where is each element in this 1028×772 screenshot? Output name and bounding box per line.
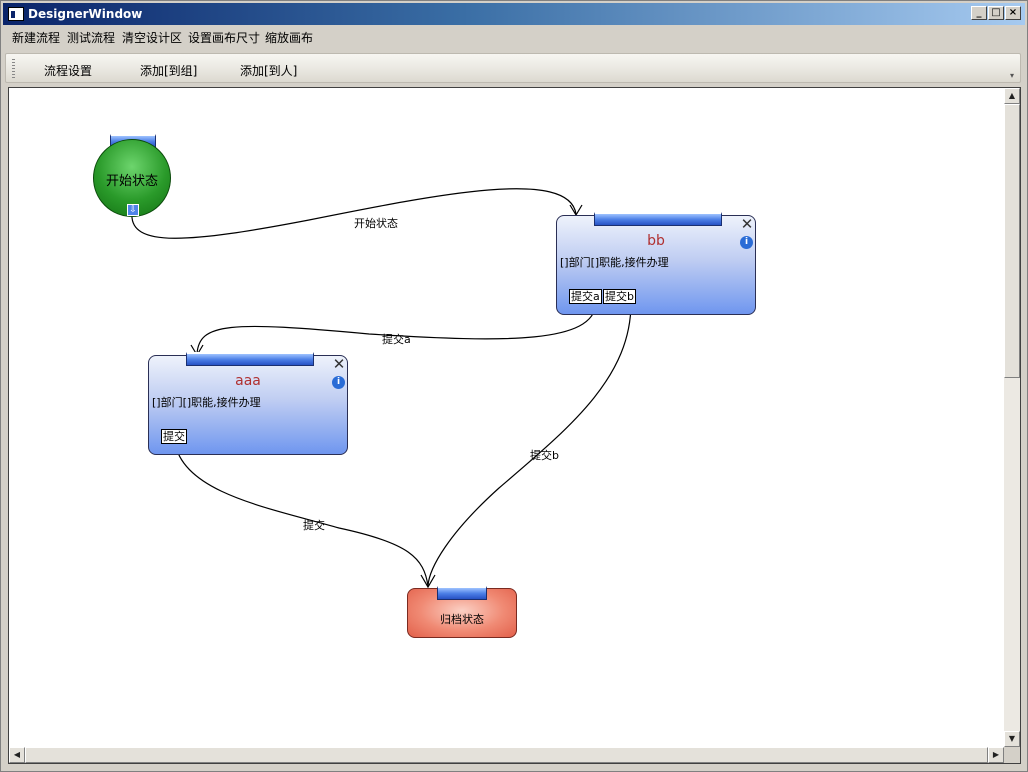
toolbar-overflow-icon[interactable]: ▾ [1010, 71, 1015, 80]
scrollbar-corner [1004, 747, 1020, 763]
add-to-person-button[interactable]: 添加[到人] [240, 64, 298, 78]
window-title: DesignerWindow [28, 7, 143, 21]
edge-label-submit: 提交 [303, 519, 325, 532]
title-bar[interactable]: DesignerWindow _ □ × [3, 3, 1025, 25]
edge-label-start: 开始状态 [354, 217, 398, 230]
task-node-aaa[interactable]: ✕ i aaa []部门[]职能,接件办理 提交 [148, 352, 348, 455]
info-icon[interactable]: i [740, 236, 753, 249]
menu-clear-design[interactable]: 清空设计区 [122, 31, 183, 45]
task-bb-header-bar[interactable] [594, 212, 722, 226]
submit-a-button[interactable]: 提交a [569, 289, 602, 304]
task-aaa-header-bar[interactable] [186, 352, 314, 366]
task-aaa-title: aaa [235, 373, 261, 389]
edge-start-to-bb [131, 188, 577, 239]
toolbar-grip[interactable] [12, 59, 15, 79]
minimize-button[interactable]: _ [971, 6, 987, 20]
menu-zoom-canvas[interactable]: 缩放画布 [265, 31, 314, 45]
submit-b-button[interactable]: 提交b [603, 289, 636, 304]
connections-layer [131, 188, 632, 589]
design-canvas-frame: 开始状态 提交a 提交b 提交 开始状态 ⇩ ✕ i bb []部门[]职能,接… [8, 87, 1021, 764]
add-to-group-button[interactable]: 添加[到组] [140, 64, 198, 78]
task-aaa-description: []部门[]职能,接件办理 [152, 396, 261, 409]
app-icon [8, 7, 24, 21]
task-node-bb[interactable]: ✕ i bb []部门[]职能,接件办理 提交a 提交b [556, 212, 756, 315]
close-button[interactable]: × [1005, 6, 1021, 20]
vertical-scroll-thumb[interactable] [1004, 104, 1020, 378]
submit-button[interactable]: 提交 [161, 429, 187, 444]
close-icon[interactable]: ✕ [740, 215, 754, 233]
scroll-down-icon[interactable]: ▼ [1004, 731, 1020, 747]
end-node-header-bar[interactable] [437, 586, 487, 600]
scroll-right-icon[interactable]: ▶ [988, 747, 1004, 763]
edge-bb-to-aaa [196, 302, 597, 355]
toolbar: 流程设置 添加[到组] 添加[到人] ▾ [5, 53, 1021, 83]
maximize-button[interactable]: □ [988, 6, 1004, 20]
arrow-down-icon[interactable]: ⇩ [127, 204, 139, 216]
start-node-label: 开始状态 [105, 174, 158, 189]
edge-aaa-to-end [174, 442, 429, 587]
scroll-up-icon[interactable]: ▲ [1004, 88, 1020, 104]
end-node[interactable]: 归档状态 [407, 586, 517, 638]
end-node-label: 归档状态 [440, 613, 484, 626]
close-icon[interactable]: ✕ [332, 355, 346, 373]
horizontal-scrollbar[interactable]: ◀ ▶ [9, 747, 1004, 763]
task-bb-description: []部门[]职能,接件办理 [560, 256, 669, 269]
vertical-scrollbar[interactable]: ▲ ▼ [1004, 88, 1020, 747]
arrowhead-end [420, 574, 436, 589]
design-canvas[interactable]: 开始状态 提交a 提交b 提交 开始状态 ⇩ ✕ i bb []部门[]职能,接… [9, 88, 1004, 747]
scroll-left-icon[interactable]: ◀ [9, 747, 25, 763]
task-bb-title: bb [647, 233, 665, 249]
menu-canvas-size[interactable]: 设置画布尺寸 [188, 31, 261, 45]
menu-new-flow[interactable]: 新建流程 [12, 31, 61, 45]
horizontal-scroll-thumb[interactable] [25, 747, 988, 763]
menu-test-flow[interactable]: 测试流程 [67, 31, 116, 45]
edge-label-submit-b: 提交b [530, 449, 559, 462]
menu-bar: 新建流程 测试流程 清空设计区 设置画布尺寸 缩放画布 [3, 26, 1025, 46]
start-node[interactable]: 开始状态 ⇩ [93, 139, 171, 217]
flow-settings-button[interactable]: 流程设置 [44, 64, 93, 78]
edge-label-submit-a: 提交a [382, 333, 411, 346]
info-icon[interactable]: i [332, 376, 345, 389]
edge-bb-to-end [427, 302, 632, 587]
